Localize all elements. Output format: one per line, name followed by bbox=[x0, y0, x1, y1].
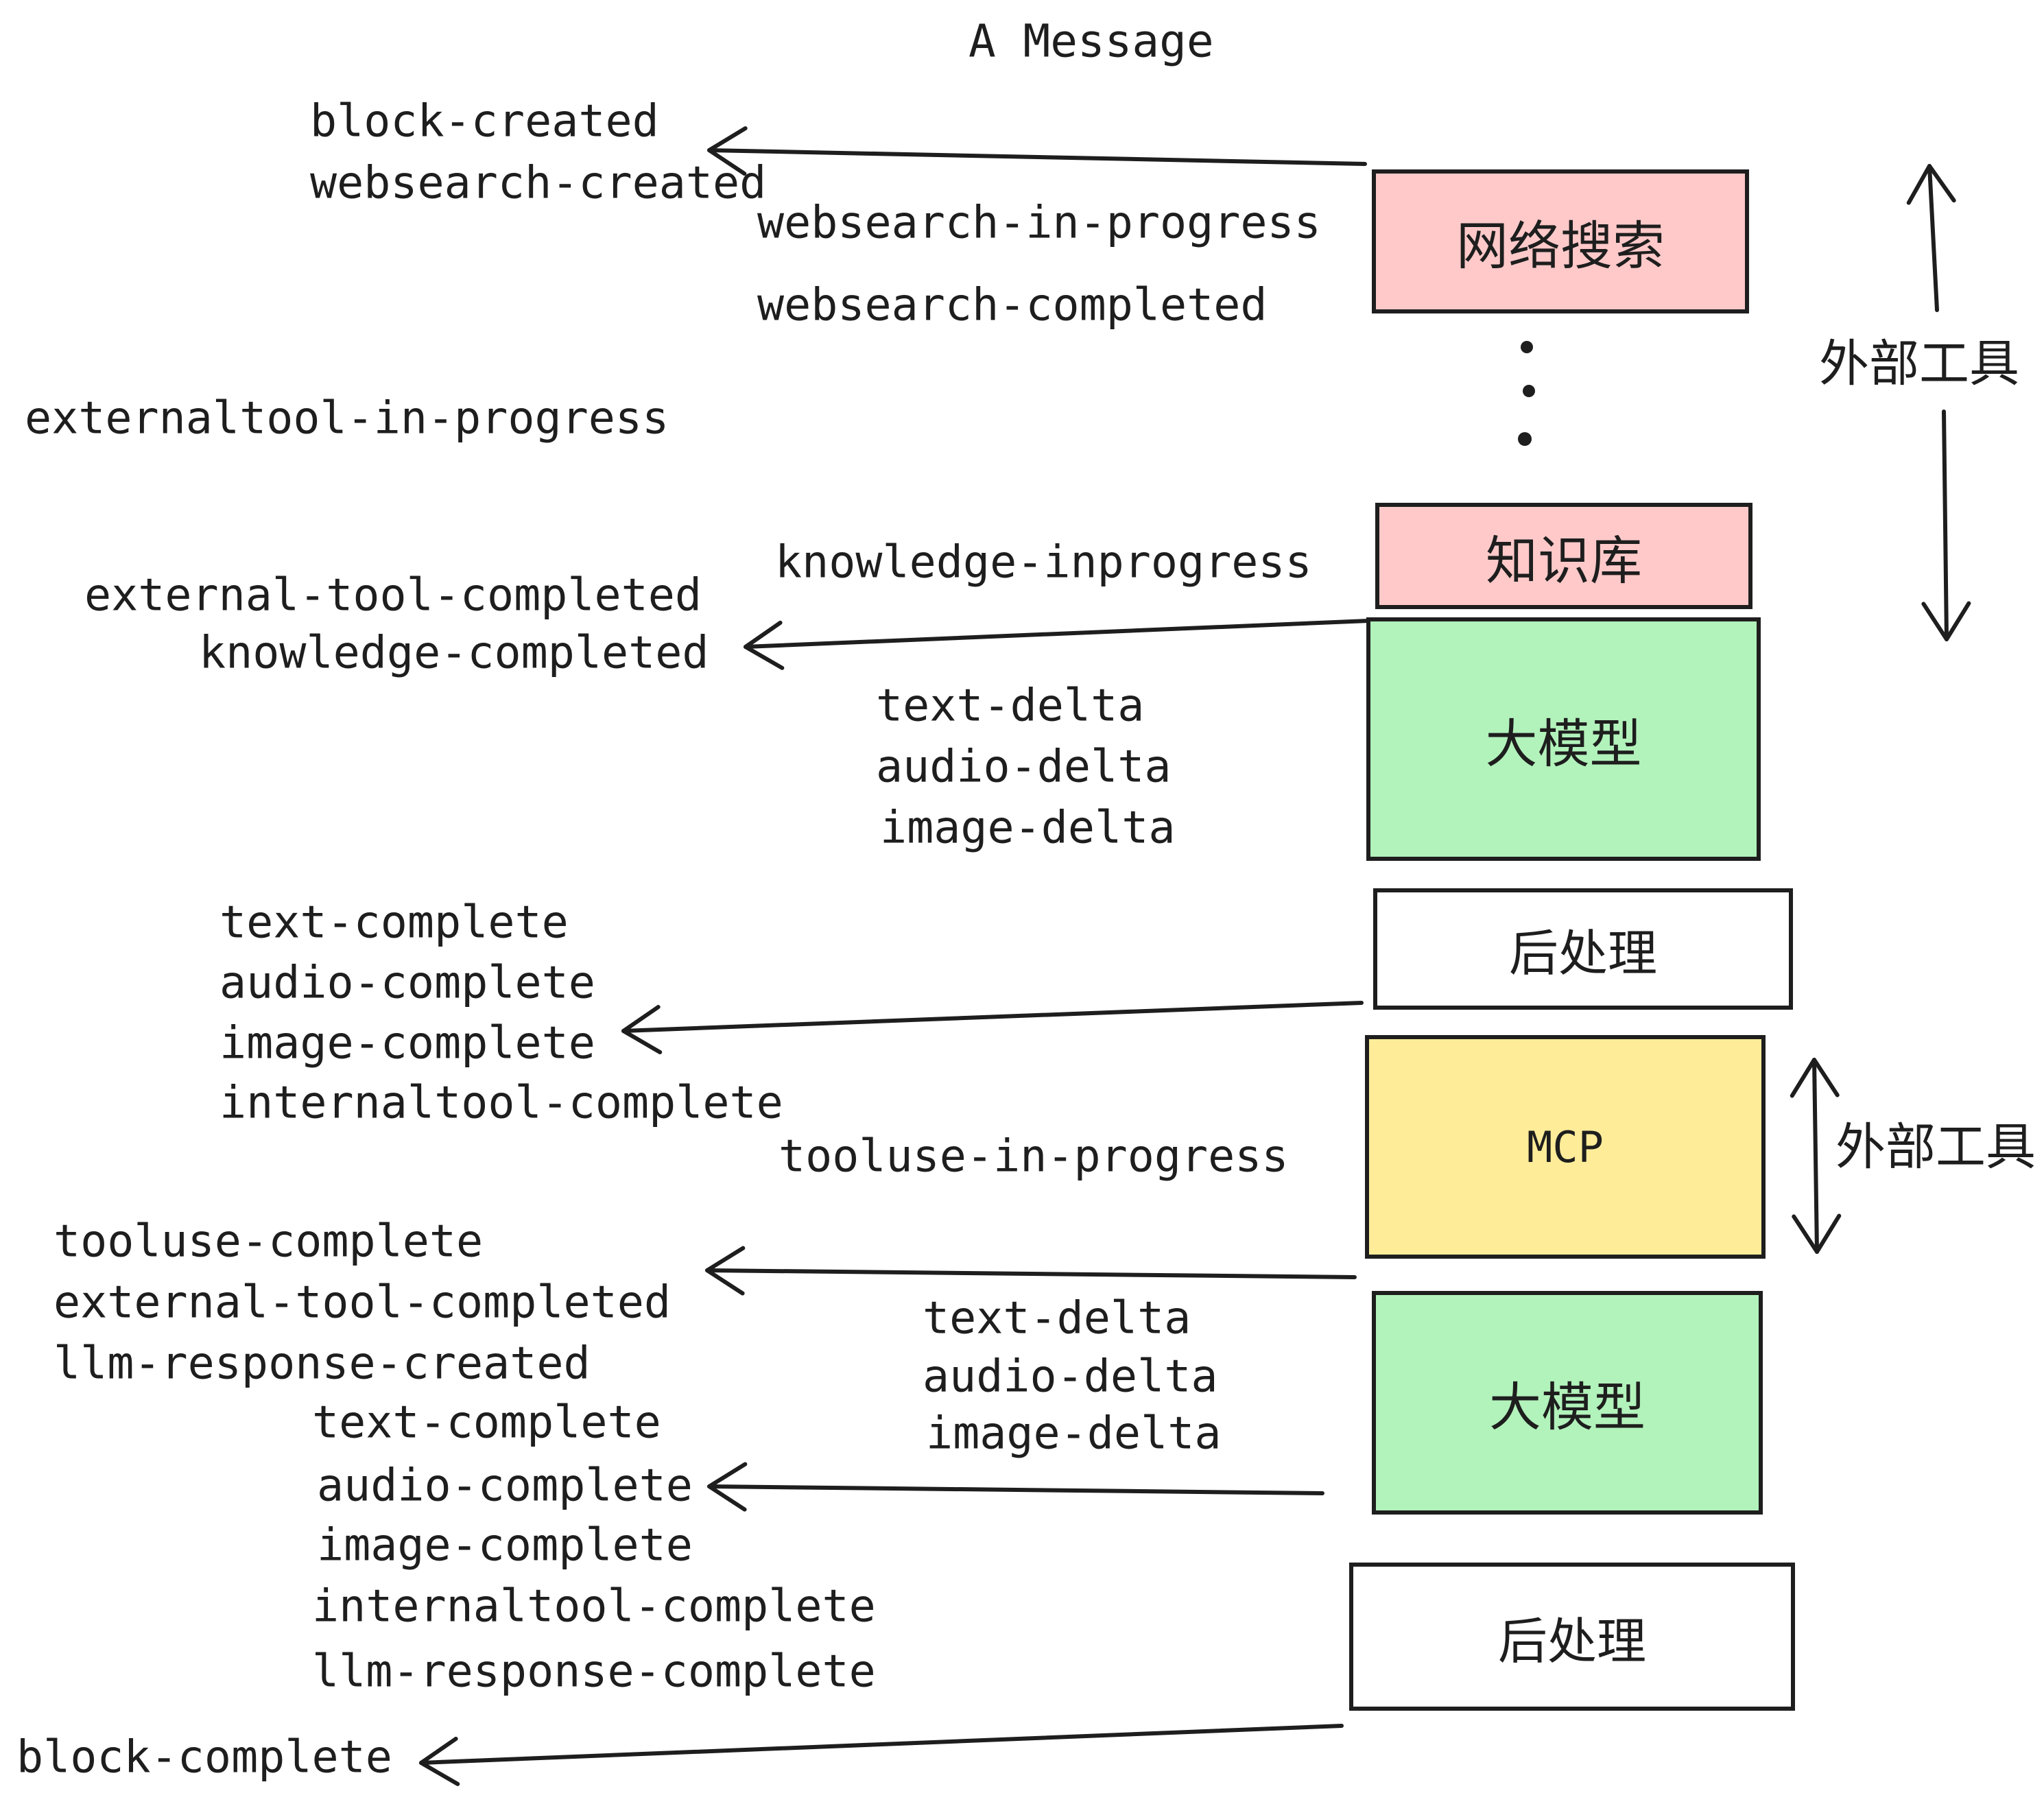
event-audio-complete-2: audio-complete bbox=[317, 1460, 693, 1512]
event-text-complete-2: text-complete bbox=[312, 1397, 661, 1449]
box-postprocess-top: 后处理 bbox=[1373, 888, 1793, 1010]
event-knowledge-completed: knowledge-completed bbox=[199, 627, 709, 679]
box-websearch-label: 网络搜索 bbox=[1456, 215, 1665, 276]
external-tools-double-arrow bbox=[1790, 1058, 1842, 1254]
box-websearch: 网络搜索 bbox=[1372, 169, 1749, 313]
event-external-tool-completed: external-tool-completed bbox=[84, 569, 702, 621]
event-image-delta-2: image-delta bbox=[926, 1408, 1222, 1460]
box-llm-top: 大模型 bbox=[1366, 617, 1761, 861]
event-block-complete: block-complete bbox=[16, 1731, 392, 1783]
arrow-image-complete bbox=[621, 1001, 1364, 1054]
box-mcp-label: MCP bbox=[1527, 1121, 1604, 1172]
event-audio-delta-1: audio-delta bbox=[876, 741, 1172, 793]
event-internaltool-complete-2: internaltool-complete bbox=[312, 1580, 876, 1633]
event-text-delta-2: text-delta bbox=[923, 1292, 1191, 1344]
event-llm-response-complete: llm-response-complete bbox=[312, 1646, 876, 1698]
event-tooluse-complete: tooluse-complete bbox=[54, 1215, 484, 1268]
box-llm-top-label: 大模型 bbox=[1485, 713, 1642, 774]
ellipsis-dots bbox=[1518, 341, 1535, 446]
external-tools-down-arrow bbox=[1921, 410, 1971, 641]
arrow-block-complete bbox=[419, 1724, 1344, 1786]
event-internaltool-complete-1: internaltool-complete bbox=[219, 1077, 783, 1129]
event-externaltool-in-progress: externaltool-in-progress bbox=[25, 392, 669, 444]
box-knowledge-label: 知识库 bbox=[1486, 530, 1642, 591]
arrow-knowledge-completed bbox=[744, 619, 1370, 670]
event-tooluse-in-progress: tooluse-in-progress bbox=[779, 1130, 1289, 1183]
event-llm-response-created: llm-response-created bbox=[54, 1338, 591, 1390]
event-text-delta-1: text-delta bbox=[876, 680, 1145, 732]
external-tools-up-arrow bbox=[1906, 164, 1956, 312]
side-label-external-tools-mid: 外部工具 bbox=[1835, 1118, 2036, 1176]
event-image-complete-1: image-complete bbox=[219, 1017, 595, 1069]
event-knowledge-inprogress: knowledge-inprogress bbox=[775, 536, 1312, 589]
box-postprocess-bottom: 后处理 bbox=[1349, 1563, 1795, 1711]
box-llm-bottom: 大模型 bbox=[1372, 1291, 1763, 1515]
arrow-audio-complete bbox=[707, 1462, 1324, 1512]
event-external-tool-completed-2: external-tool-completed bbox=[54, 1277, 672, 1329]
diagram-title: A Message bbox=[968, 14, 1214, 68]
box-postprocess-top-label: 后处理 bbox=[1508, 925, 1657, 982]
box-knowledge: 知识库 bbox=[1375, 503, 1752, 609]
arrow-websearch-created bbox=[707, 126, 1367, 176]
event-block-created: block-created bbox=[310, 95, 659, 147]
arrow-tooluse-complete bbox=[705, 1246, 1357, 1296]
event-audio-delta-2: audio-delta bbox=[923, 1351, 1218, 1403]
event-websearch-in-progress: websearch-in-progress bbox=[757, 197, 1321, 249]
event-image-delta-1: image-delta bbox=[880, 802, 1176, 854]
box-llm-bottom-label: 大模型 bbox=[1489, 1377, 1645, 1438]
event-image-complete-2: image-complete bbox=[317, 1519, 693, 1571]
box-postprocess-bottom-label: 后处理 bbox=[1497, 1612, 1646, 1670]
event-text-complete-1: text-complete bbox=[219, 897, 569, 949]
event-audio-complete-1: audio-complete bbox=[219, 957, 595, 1009]
event-websearch-completed: websearch-completed bbox=[757, 279, 1268, 331]
event-websearch-created: websearch-created bbox=[310, 157, 767, 209]
side-label-external-tools-top: 外部工具 bbox=[1819, 335, 2019, 393]
box-mcp: MCP bbox=[1365, 1035, 1766, 1259]
